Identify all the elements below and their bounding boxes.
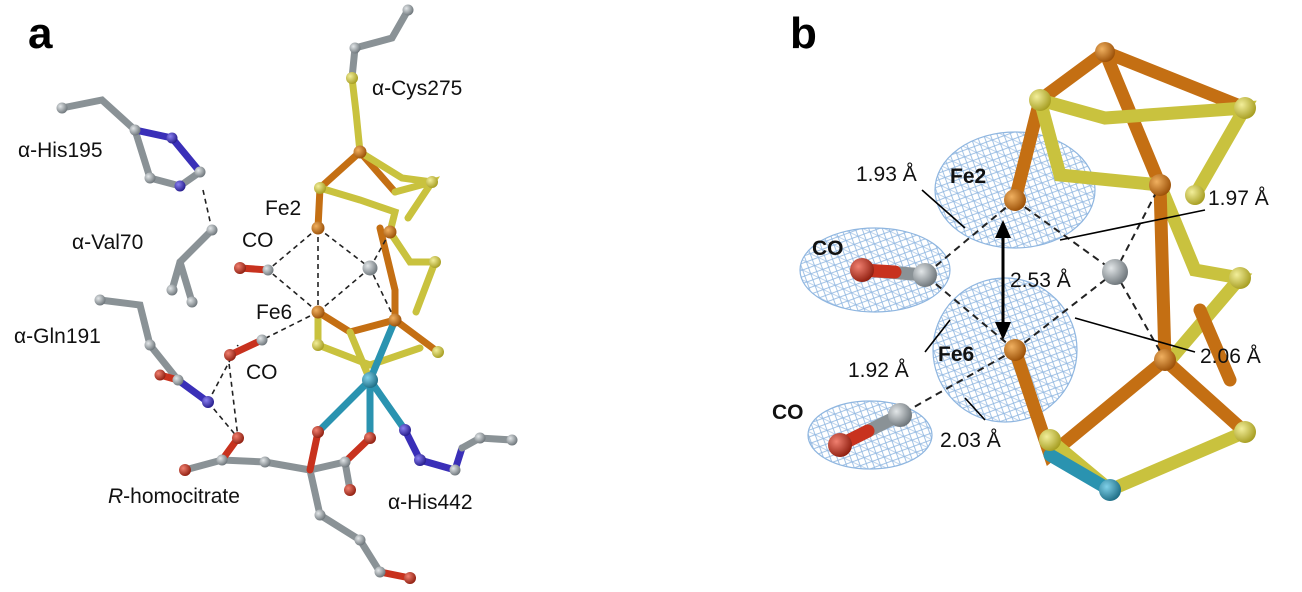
homocitrate-suffix: -homocitrate — [123, 485, 240, 508]
contacts-b — [899, 184, 1166, 416]
fe-fe-distance-arrow — [995, 220, 1011, 340]
distance-1-93: 1.93 Å — [856, 163, 917, 186]
label-gln191: α-Gln191 — [14, 325, 101, 348]
panel-a-letter: a — [28, 9, 53, 58]
label-fe2-a: Fe2 — [265, 197, 302, 220]
panel-b-letter: b — [790, 9, 817, 58]
distance-2-53: 2.53 Å — [1010, 269, 1071, 292]
distance-2-03: 2.03 Å — [940, 429, 1001, 452]
panel-b-structure — [799, 42, 1257, 501]
carbide-contacts — [202, 189, 396, 439]
label-cys275: α-Cys275 — [372, 77, 463, 100]
homocitrate-prefix: R — [108, 485, 124, 508]
label-his442: α-His442 — [388, 491, 473, 514]
label-fe2-b: Fe2 — [950, 165, 987, 188]
atoms-a — [56, 4, 518, 584]
distance-leaders — [921, 189, 1206, 421]
distance-2-06: 2.06 Å — [1200, 345, 1261, 368]
label-fe6-a: Fe6 — [256, 301, 293, 324]
distance-1-92: 1.92 Å — [848, 359, 909, 382]
val70-residue — [168, 226, 216, 306]
atoms-b — [828, 42, 1256, 501]
femoco-cage-b — [1008, 45, 1257, 498]
label-co-top-a: CO — [242, 229, 274, 252]
label-his195: α-His195 — [18, 139, 103, 162]
cys275-residue — [348, 6, 412, 156]
homocitrate-residue — [181, 376, 414, 582]
femoco-cluster — [314, 148, 442, 384]
panel-a-structure — [56, 4, 518, 584]
label-co-bottom-a: CO — [246, 361, 278, 384]
label-co-top-b: CO — [812, 237, 844, 260]
his442-residue — [366, 376, 516, 475]
electron-density-mesh — [799, 131, 1096, 470]
gln191-residue — [96, 296, 212, 406]
label-fe6-b: Fe6 — [938, 343, 975, 366]
label-co-bottom-b: CO — [772, 401, 804, 424]
label-val70: α-Val70 — [72, 231, 144, 254]
label-homocitrate: R-homocitrate — [108, 486, 240, 507]
distance-1-97: 1.97 Å — [1208, 187, 1269, 210]
